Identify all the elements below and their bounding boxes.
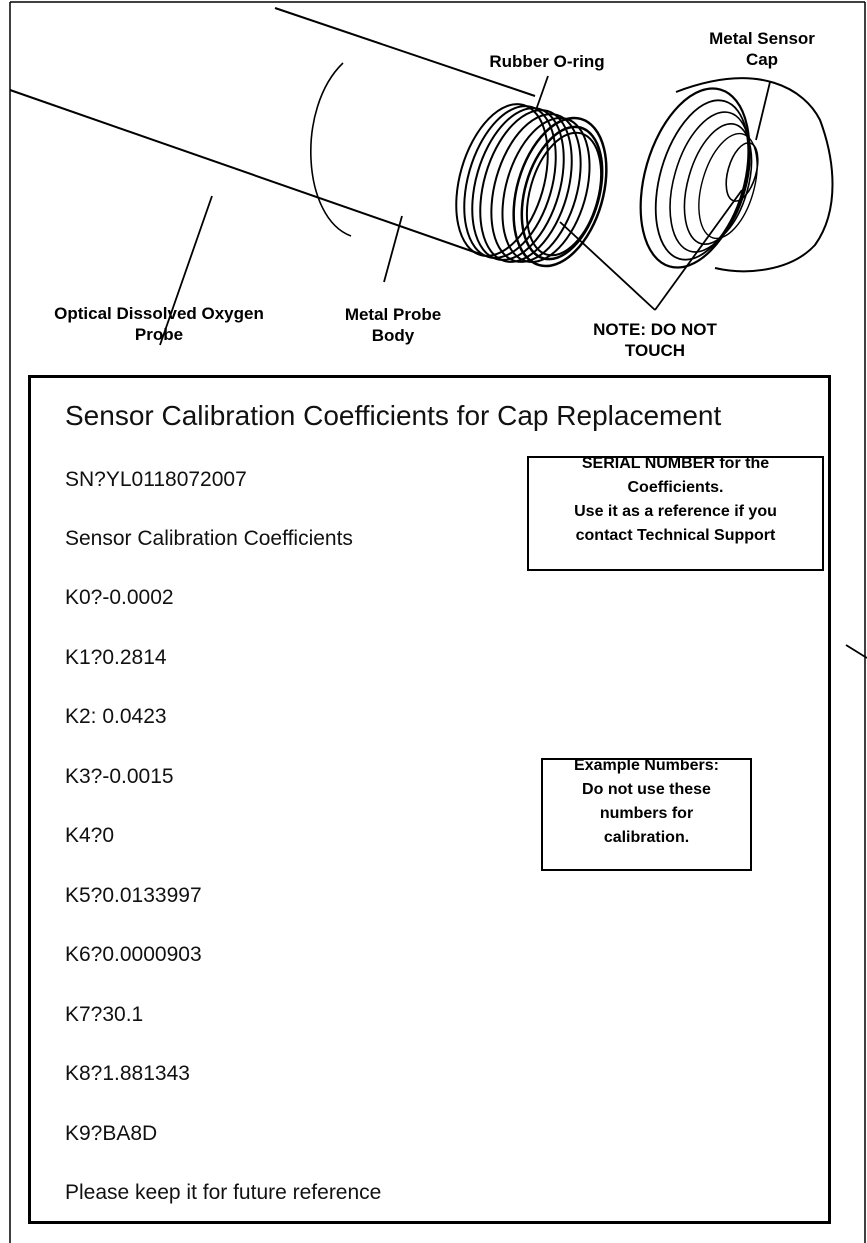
callout-example-line4: calibration. xyxy=(603,829,690,846)
callout-serial-number: SERIAL NUMBER for the Coefficients. Use … xyxy=(527,455,824,571)
label-metal-probe-body: Metal Probe Body xyxy=(318,304,468,346)
coefficient-k1: K1?0.2814 xyxy=(65,646,167,669)
label-note-line1: NOTE: DO NOT xyxy=(593,320,717,339)
leader-note-2 xyxy=(654,189,743,311)
probe-tube xyxy=(9,7,536,255)
label-note-do-not-touch: NOTE: DO NOT TOUCH xyxy=(540,319,770,361)
label-metal-probe-body-line2: Body xyxy=(371,326,415,345)
coefficient-k5: K5?0.0133997 xyxy=(65,884,202,907)
leader-oring xyxy=(535,75,549,111)
label-optical-do-probe-line2: Probe xyxy=(134,325,184,344)
callout-serial-line1: SERIAL NUMBER for the xyxy=(581,455,770,472)
callout-example-line3: numbers for xyxy=(599,805,694,822)
sensor-cap xyxy=(639,77,834,273)
coefficient-k2: K2: 0.0423 xyxy=(65,705,167,728)
coefficient-k6: K6?0.0000903 xyxy=(65,943,202,966)
leader-probe-body xyxy=(383,215,403,283)
label-metal-sensor-cap: Metal Sensor Cap xyxy=(672,28,852,70)
label-rubber-o-ring: Rubber O-ring xyxy=(489,52,605,71)
callout-serial-line4: contact Technical Support xyxy=(575,527,776,544)
callout-example-line1: Example Numbers: xyxy=(574,757,719,774)
leader-lines xyxy=(159,75,867,659)
coefficient-k7: K7?30.1 xyxy=(65,1003,144,1026)
callout-serial-line3: Use it as a reference if you xyxy=(574,503,777,520)
coefficient-k8: K8?1.881343 xyxy=(65,1062,190,1085)
callout-example-line2: Do not use these xyxy=(582,781,711,798)
leader-sensor-cap xyxy=(755,81,771,141)
label-metal-sensor-cap-line1: Metal Sensor xyxy=(709,29,815,48)
label-optical-do-probe: Optical Dissolved Oxygen Probe xyxy=(20,303,298,345)
leader-edge xyxy=(845,644,867,659)
coefficient-k4: K4?0 xyxy=(65,824,115,847)
coefficient-k3: K3?-0.0015 xyxy=(65,765,174,788)
leader-note-1 xyxy=(559,221,656,311)
label-metal-sensor-cap-line2: Cap xyxy=(745,50,779,69)
callout-example-numbers: Example Numbers: Do not use these number… xyxy=(541,757,752,871)
coefficient-k0: K0?-0.0002 xyxy=(65,586,174,609)
leader-odo-probe xyxy=(159,195,213,346)
o-ring-stack xyxy=(455,103,608,268)
label-note-line2: TOUCH xyxy=(624,341,686,360)
card-subtitle: Sensor Calibration Coefficients xyxy=(65,527,353,550)
label-optical-do-probe-line1: Optical Dissolved Oxygen xyxy=(54,304,264,323)
card-title: Sensor Calibration Coefficients for Cap … xyxy=(65,400,722,431)
coefficient-k9: K9?BA8D xyxy=(65,1122,158,1145)
card-footer: Please keep it for future reference xyxy=(65,1181,382,1204)
callout-serial-line2: Coefficients. xyxy=(627,479,724,496)
serial-number: SN?YL0118072007 xyxy=(65,468,247,491)
label-metal-probe-body-line1: Metal Probe xyxy=(344,305,442,324)
